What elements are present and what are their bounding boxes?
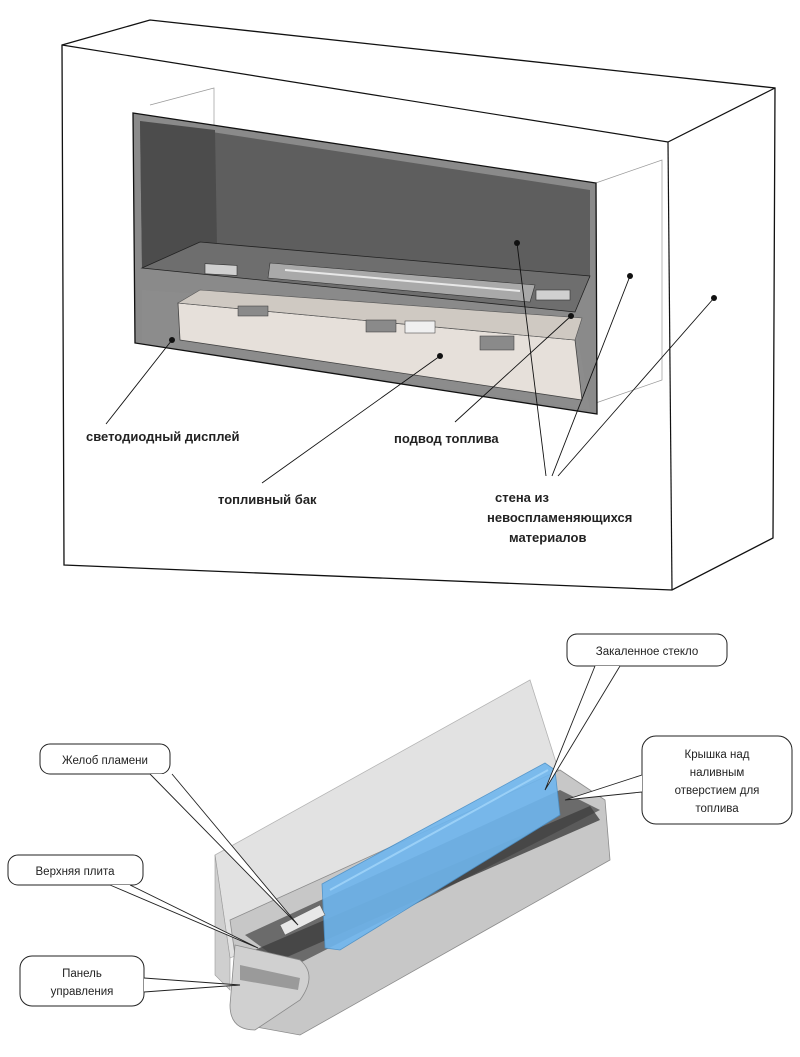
label-fireproof-wall-1: стена из [495,490,550,505]
tempered-glass [321,762,561,951]
burner-diagram: Закаленное стекло Крышка над наливным от… [7,633,793,1036]
label-fuel-cap-2: наливным [690,767,745,779]
wall-leaders [105,240,717,484]
label-fuel-cap-1: Крышка над [685,749,750,761]
label-fireproof-wall-3: материалов [509,530,586,545]
label-flame-trough: Желоб пламени [62,755,148,767]
label-fuel-cap-4: топлива [695,803,739,815]
label-fuel-supply: подвод топлива [394,431,499,446]
callout-flame-trough [39,743,171,775]
label-fuel-cap-3: отверстием для [675,785,760,797]
label-control-panel-1: Панель [62,968,102,980]
wall-diagram: светодиодный дисплей подвод топлива топл… [61,19,776,591]
label-led-display: светодиодный дисплей [86,429,240,444]
callout-control-panel [19,955,145,1007]
label-fuel-tank: топливный бак [218,492,317,507]
callout-top-plate [7,854,144,886]
fireplace-opening [132,112,598,415]
label-fireproof-wall-2: невоспламеняющихся [487,510,632,525]
callout-tempered-glass [566,633,728,667]
label-top-plate: Верхняя плита [36,866,116,878]
label-control-panel-2: управления [51,986,114,998]
label-tempered-glass: Закаленное стекло [596,646,699,658]
